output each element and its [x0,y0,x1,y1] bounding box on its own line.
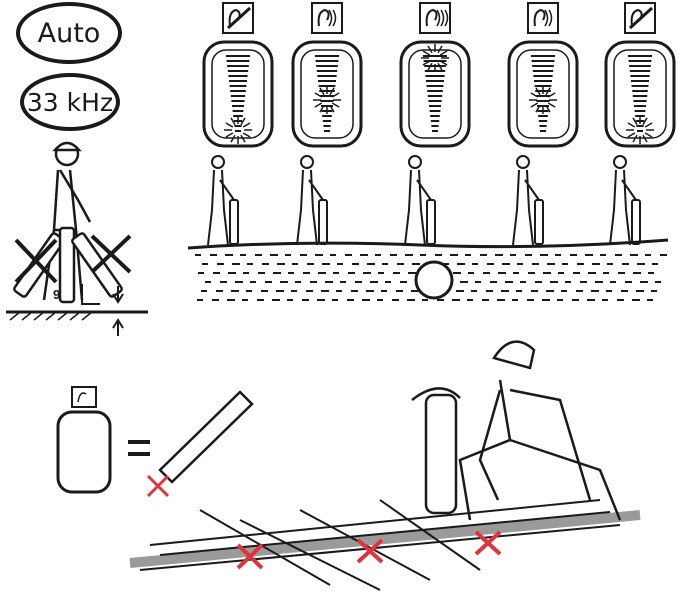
signal-panel-3 [399,2,471,246]
worker-figure [296,155,328,246]
frequency-badge: 33 kHz [20,73,120,131]
locator-display [399,40,471,148]
marking-grid [129,340,641,591]
signal-panel-4 [507,2,579,246]
locator-display-peak [56,410,112,494]
marker-pen [158,390,254,484]
signal-panels-row [202,2,676,246]
locator-unit [631,199,641,245]
buried-pipe [414,260,454,300]
locator-display [202,40,274,148]
ground-section [187,238,669,301]
ear-icon [527,2,559,34]
worker-figure [404,155,436,246]
locator-display [604,40,676,148]
locator-unit [229,199,239,245]
locator-unit [426,199,436,245]
locator-upright [424,393,458,515]
ear-icon [419,2,451,34]
muted-ear-icon [624,2,656,34]
locator-display [291,40,363,148]
mark-cross [146,474,170,498]
worker-figure [512,155,544,246]
locator-unit [318,199,328,245]
locator-unit [534,199,544,245]
peak-equals-mark [56,386,254,498]
worker-figure [207,155,239,246]
hold-upright-illustration [6,141,148,336]
signal-panel-5 [604,2,676,246]
signal-panel-1 [202,2,274,246]
mode-badge: Auto [16,2,122,64]
muted-ear-icon [222,2,254,34]
sound-high-icon [71,386,97,408]
signal-panel-2 [291,2,363,246]
locator-display [507,40,579,148]
ear-icon [311,2,343,34]
worker-figure [609,155,641,246]
